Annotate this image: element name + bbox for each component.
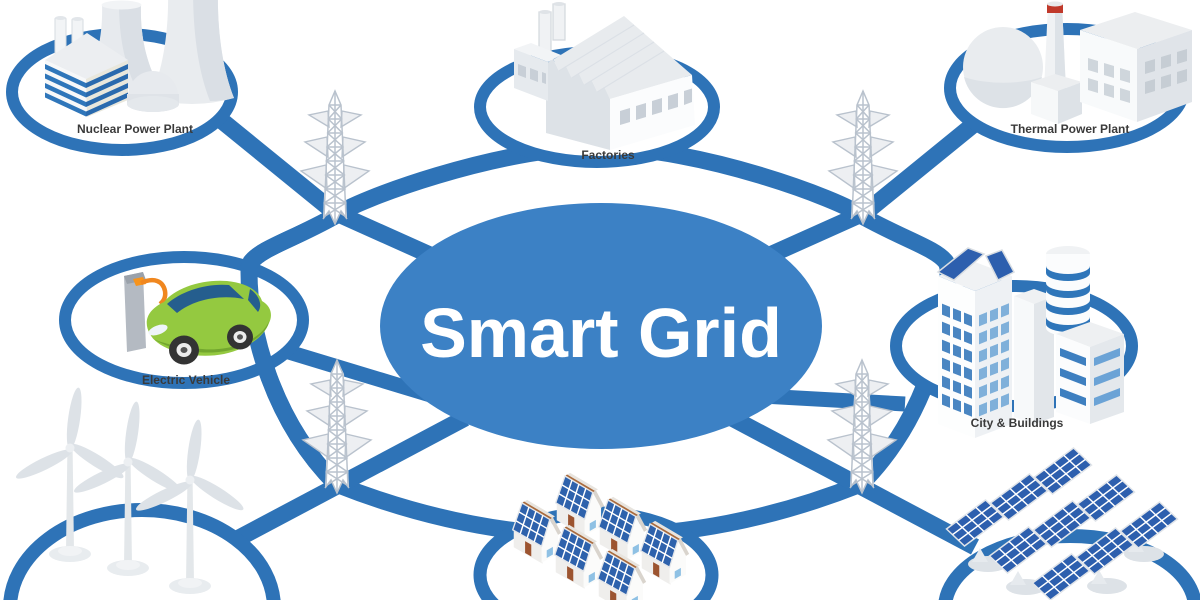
svg-text:Thermal Power Plant: Thermal Power Plant (1011, 122, 1130, 136)
svg-text:Factories: Factories (581, 148, 635, 162)
svg-text:Smart Grid: Smart Grid (420, 294, 782, 372)
svg-text:City & Buildings: City & Buildings (971, 416, 1064, 430)
svg-text:Nuclear Power Plant: Nuclear Power Plant (77, 122, 193, 136)
svg-text:Electric Vehicle: Electric Vehicle (142, 373, 230, 387)
